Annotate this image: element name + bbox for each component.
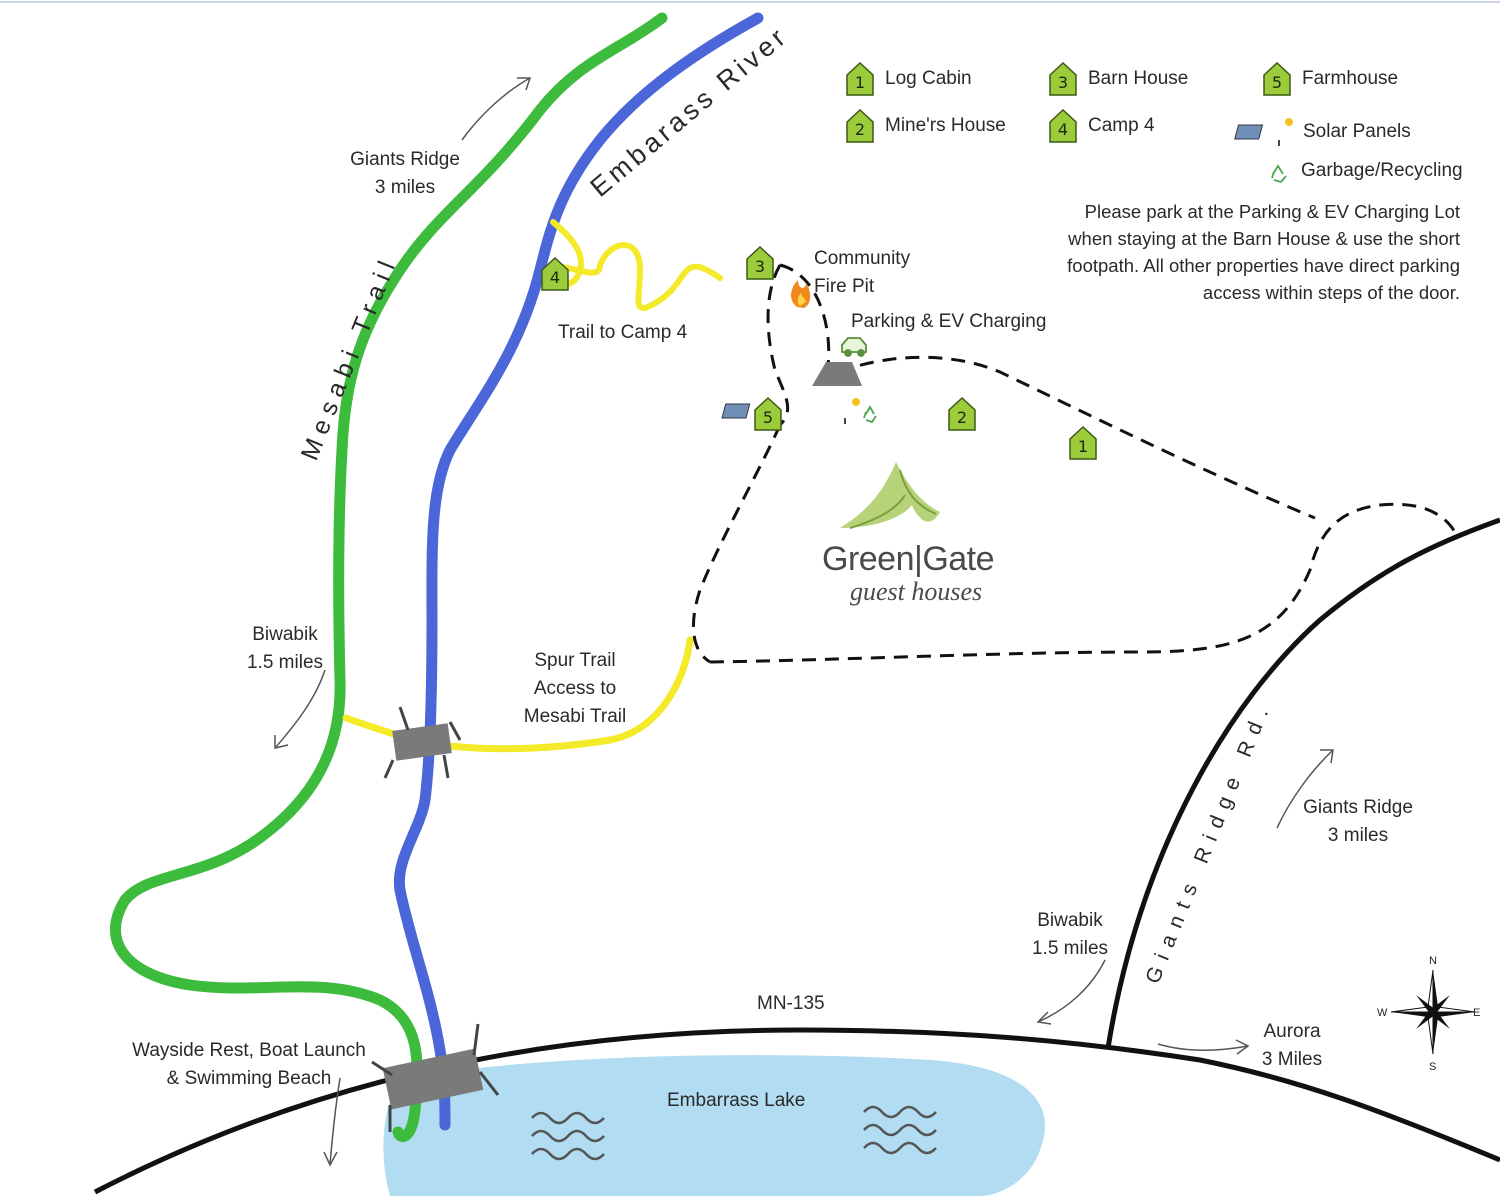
giants-ridge-road-label: Giants Ridge Rd.: [1141, 696, 1276, 986]
parking-label: Parking & EV Charging: [851, 311, 1047, 332]
embarrass-lake: [383, 1055, 1046, 1196]
house-2-icon: 2: [845, 109, 875, 143]
parking-lot: [812, 362, 862, 386]
camp4-trail-path: [546, 219, 723, 311]
compass-w: W: [1377, 1007, 1388, 1019]
map-house-2: 2: [947, 397, 977, 431]
embarrass-lake-label: Embarrass Lake: [667, 1090, 806, 1111]
legend-solar-label: Solar Panels: [1303, 121, 1411, 142]
legend-item-camp-4: 4 Camp 4: [1048, 109, 1155, 143]
lake-waves-left: [531, 1111, 605, 1161]
legend-item-log-cabin: 1 Log Cabin: [845, 62, 972, 96]
embarass-river-path: [393, 12, 764, 1131]
compass-s: S: [1429, 1061, 1436, 1073]
legend-recycle-icon: [1271, 164, 1287, 184]
fire-pit-icon: [791, 280, 811, 308]
wayside-rest-label: Wayside Rest, Boat Launch& Swimming Beac…: [132, 1040, 366, 1089]
trail-to-camp4-label: Trail to Camp 4: [558, 322, 688, 343]
mn135-label: MN-135: [757, 993, 825, 1014]
recycle-map-icon: [863, 405, 877, 424]
solar-panel-map-icon: [721, 398, 860, 424]
giants-ridge-road: [1105, 517, 1500, 1049]
greengate-logo-tree: [840, 462, 940, 529]
legend-item-barn-house: 3 Barn House: [1048, 62, 1188, 96]
map-house-3: 3: [745, 246, 775, 280]
wayside-bridge: [371, 1023, 500, 1132]
logo-title: Green|Gate: [822, 540, 995, 578]
house-1-icon: 1: [845, 62, 875, 96]
legend-item-miners-house: 2 Mine'rs House: [845, 109, 1006, 143]
compass-rose: N S E W: [1377, 955, 1480, 1073]
legend-label: Barn House: [1088, 68, 1189, 89]
ev-car-icon: [841, 337, 867, 357]
map-house-1: 1: [1068, 426, 1098, 460]
legend-garbage-label: Garbage/Recycling: [1301, 160, 1463, 181]
house-5-icon: 5: [1262, 62, 1292, 96]
spur-bridge: [383, 706, 462, 779]
compass-e: E: [1473, 1007, 1480, 1019]
legend-label: Log Cabin: [885, 68, 972, 89]
map-house-4: 4: [540, 257, 570, 291]
legend-item-farmhouse: 5 Farmhouse: [1262, 62, 1398, 96]
legend-solar-icon: [1234, 118, 1293, 146]
logo-subtitle: guest houses: [850, 577, 983, 606]
direction-arrows: [274, 77, 1334, 1167]
compass-n: N: [1429, 955, 1437, 967]
mesabi-trail-path: [110, 12, 668, 1142]
mesabi-trail-label: Mesabi Trail: [296, 251, 404, 464]
lake-waves-right: [863, 1105, 937, 1155]
house-3-icon: 3: [1048, 62, 1078, 96]
parking-notice: Please park at the Parking & EV Charging…: [1067, 201, 1460, 303]
map-house-5: 5: [753, 397, 783, 431]
house-4-icon: 4: [1048, 109, 1078, 143]
legend-label: Farmhouse: [1302, 68, 1399, 89]
legend-label: Camp 4: [1088, 115, 1155, 136]
legend-label: Mine'rs House: [885, 115, 1006, 136]
property-footpaths: [691, 263, 1460, 664]
